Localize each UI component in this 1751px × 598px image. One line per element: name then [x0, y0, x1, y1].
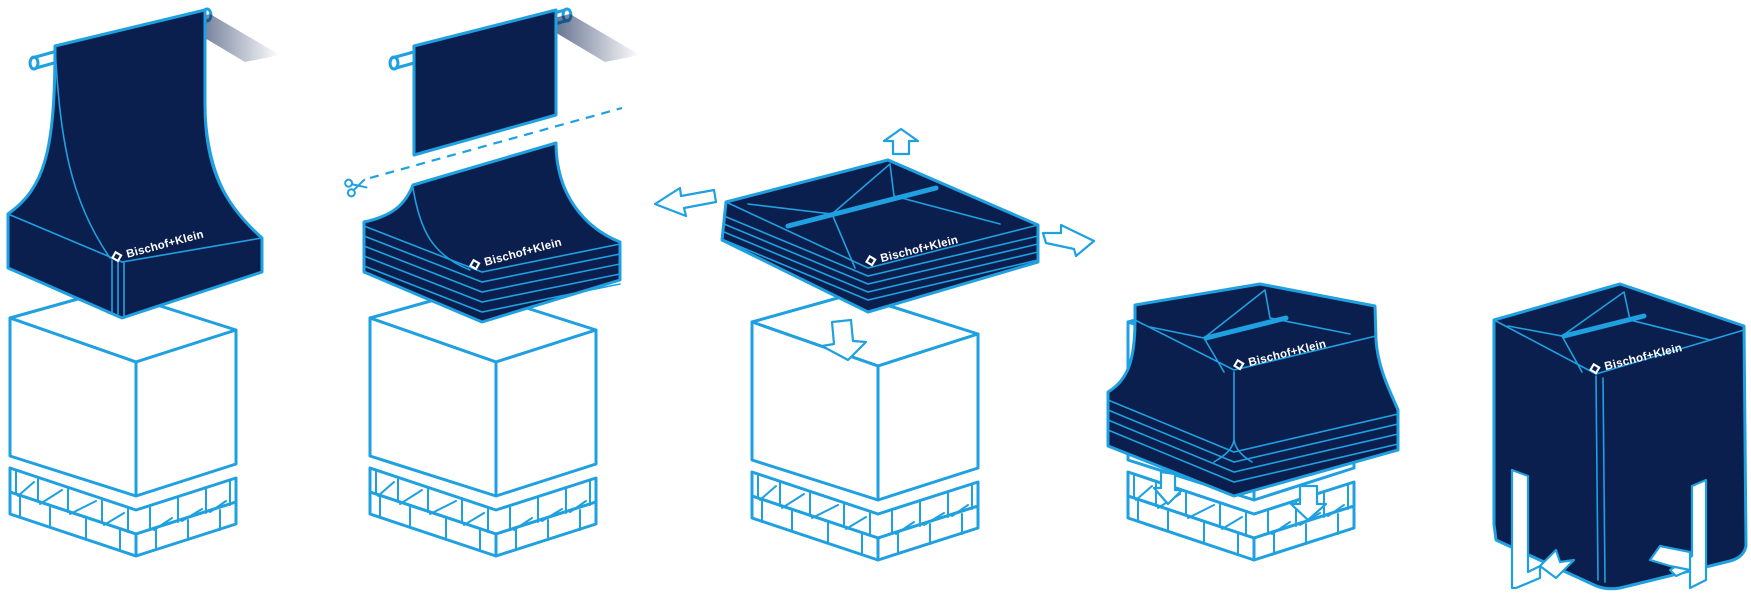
hood-tape-3: [785, 185, 939, 229]
arrow-left-icon: [653, 186, 718, 218]
pallet-box-2: [368, 288, 598, 558]
arrow-down-right-icon: [1289, 484, 1328, 522]
arrow-up-right-icon: [1648, 544, 1692, 572]
arrow-up-icon: [882, 127, 920, 156]
film-piece-2: [412, 8, 558, 157]
scissors-icon: [344, 178, 368, 198]
hood-tape-4: [1203, 315, 1289, 341]
arrow-down-icon: [820, 318, 868, 362]
film-trail-2: [538, 14, 640, 62]
pallet-box-1: [8, 288, 238, 558]
strap-left: [1510, 468, 1542, 590]
step-4-hood-pulled-down: Bischof+Klein: [1106, 282, 1400, 562]
step-1-hood-unrolling: Bischof+Klein: [6, 7, 280, 558]
hood-3: [720, 158, 1040, 314]
hood-1: [6, 8, 264, 320]
step-3-hood-spread: Bischof+Klein: [653, 127, 1096, 562]
hood-4: [1106, 282, 1400, 498]
pallet-box-3: [750, 292, 980, 562]
hood-tape-5: [1561, 313, 1647, 339]
arrow-right-icon: [1041, 223, 1096, 258]
hood-5: [1492, 282, 1748, 591]
step-5-load-covered: Bischof+Klein: [1492, 282, 1748, 591]
cut-line: [369, 106, 623, 180]
arrow-down-left-icon: [1152, 470, 1184, 506]
step-2-hood-cut: Bischof+Klein: [344, 7, 640, 558]
arrow-up-left-icon: [1538, 548, 1576, 580]
